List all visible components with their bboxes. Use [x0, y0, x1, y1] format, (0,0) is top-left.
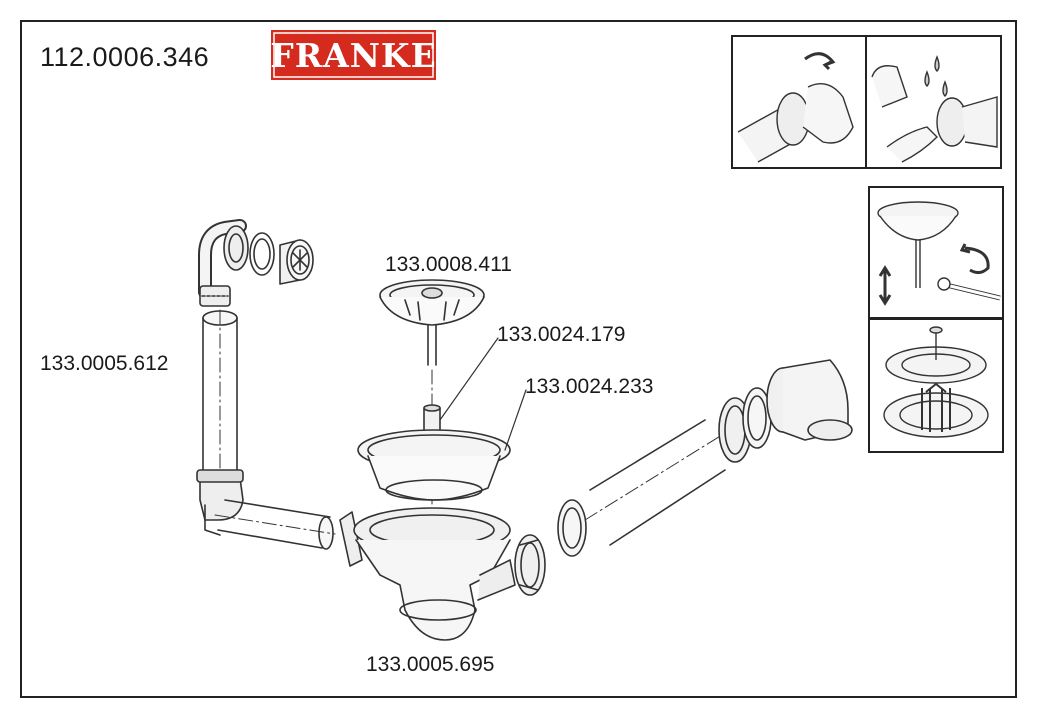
strainer-basket	[379, 279, 485, 366]
drawing-frame	[20, 20, 1017, 698]
brand-logo-background	[271, 30, 436, 80]
overflow-elbow	[198, 219, 247, 307]
assembly-code: 112.0006.346	[40, 42, 210, 72]
instruction-panel-adjust	[868, 186, 1004, 319]
overflow-connector	[339, 511, 363, 567]
part-label-trap: 133.0005.695	[366, 653, 495, 676]
hand-lubricate-seal-icon	[871, 55, 998, 163]
drain-elbow-fitting	[766, 359, 853, 441]
outlet-seal	[557, 499, 587, 557]
instruction-panel-installed	[868, 318, 1004, 453]
drain-nut-rings	[718, 387, 772, 463]
overflow-horizontal-tube	[214, 499, 336, 550]
sink-outlet-body	[353, 507, 516, 641]
overflow-cap	[279, 239, 314, 285]
part-label-pin: 133.0024.179	[497, 323, 626, 346]
strainer-adjust-icon	[877, 201, 1001, 306]
instruction-panel-tighten	[731, 35, 867, 169]
overflow-lower-elbow	[196, 469, 244, 536]
part-label-tube: 133.0005.612	[40, 352, 169, 375]
brand-logo-text: FRANKE	[270, 35, 437, 75]
strainer-installed-icon	[883, 326, 989, 438]
hand-tighten-nut-icon	[737, 52, 854, 163]
brand-logo-fill	[271, 30, 436, 80]
instruction-panel-lubricate	[865, 35, 1002, 169]
outlet-nut	[514, 534, 546, 596]
part-label-flange: 133.0024.233	[525, 375, 654, 398]
brand-logo: FRANKE	[270, 30, 437, 80]
overflow-tube	[202, 309, 238, 501]
part-leader-lines	[439, 337, 527, 451]
part-label-strainer: 133.0008.411	[385, 253, 512, 276]
overflow-seal-rings	[223, 225, 275, 276]
horizontal-drain-tube	[584, 419, 731, 546]
sink-flange	[357, 429, 511, 501]
